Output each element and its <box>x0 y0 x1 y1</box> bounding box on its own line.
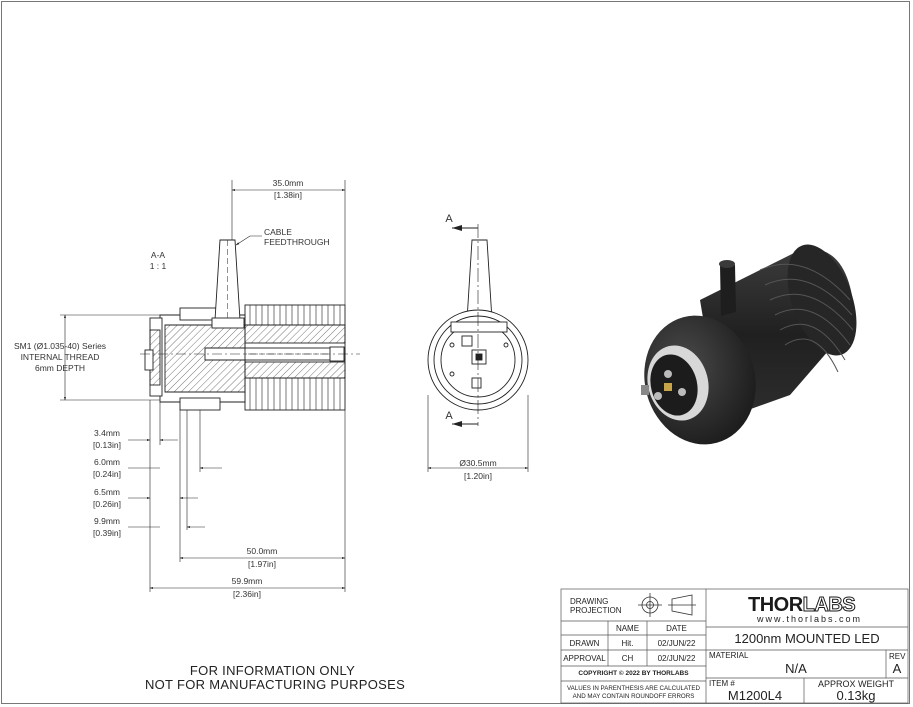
dim-6-5-mm: 6.5mm <box>94 487 120 497</box>
drawing-projection-label-2: PROJECTION <box>570 606 622 615</box>
section-mark-top: A <box>445 213 453 225</box>
dim-35-mm: 35.0mm <box>273 178 304 188</box>
dim-9-9-in: [0.39in] <box>93 528 121 538</box>
callout-thread-3: 6mm DEPTH <box>35 363 85 373</box>
dim-3-4-mm: 3.4mm <box>94 428 120 438</box>
item-label: ITEM # <box>709 679 735 688</box>
disclaimer-2: AND MAY CONTAIN ROUNDOFF ERRORS <box>572 693 695 700</box>
thorlabs-logo: THORLABS <box>748 594 856 617</box>
name-header: NAME <box>615 624 640 633</box>
third-angle-projection-icon <box>638 593 696 617</box>
copyright: COPYRIGHT © 2022 BY THORLABS <box>578 670 689 677</box>
dim-50-mm: 50.0mm <box>247 546 278 556</box>
section-dimensions <box>60 180 346 592</box>
website: www.thorlabs.com <box>757 614 863 624</box>
section-arrow-bottom <box>452 421 462 427</box>
rev-value: A <box>892 661 902 676</box>
approval-name: CH <box>621 654 634 663</box>
section-view <box>140 239 360 411</box>
heatsink-fins-bottom <box>244 377 346 411</box>
info-note-line2: NOT FOR MANUFACTURING PURPOSES <box>144 677 406 692</box>
rev-label: REV <box>889 652 906 661</box>
dim-9-9-mm: 9.9mm <box>94 516 120 526</box>
item-value: M1200L4 <box>727 688 783 703</box>
section-scale: 1 : 1 <box>150 261 167 271</box>
callout-cable-2: FEEDTHROUGH <box>264 237 330 247</box>
date-header: DATE <box>666 624 687 633</box>
part-title: 1200nm MOUNTED LED <box>734 631 880 646</box>
weight-label: APPROX WEIGHT <box>817 679 894 689</box>
dim-3-4-in: [0.13in] <box>93 440 121 450</box>
approval-role: APPROVAL <box>563 654 606 663</box>
approval-date: 02/JUN/22 <box>657 654 696 663</box>
dim-59-in: [2.36in] <box>233 589 261 599</box>
material-value: N/A <box>785 661 807 676</box>
callout-cable-1: CABLE <box>264 227 292 237</box>
dim-6-5-in: [0.26in] <box>93 499 121 509</box>
weight-value: 0.13kg <box>836 688 876 703</box>
dim-6-0-in: [0.24in] <box>93 469 121 479</box>
section-name: A-A <box>151 250 166 260</box>
heatsink-fins-top <box>244 304 346 326</box>
drawing-projection-label-1: DRAWING <box>570 597 609 606</box>
material-label: MATERIAL <box>709 651 749 660</box>
callout-thread-2: INTERNAL THREAD <box>21 352 100 362</box>
callout-thread-1: SM1 (Ø1.035-40) Series <box>14 341 106 351</box>
section-mark-bottom: A <box>445 410 453 422</box>
drawn-name: Hit. <box>621 639 634 648</box>
dim-35-in: [1.38in] <box>274 190 302 200</box>
dim-diameter-mm: Ø30.5mm <box>459 458 496 468</box>
drawn-role: DRAWN <box>569 639 600 648</box>
title-block-grid <box>560 588 909 704</box>
dim-59-mm: 59.9mm <box>232 576 263 586</box>
section-arrow-top <box>452 225 462 231</box>
dim-6-0-mm: 6.0mm <box>94 457 120 467</box>
disclaimer-1: VALUES IN PARENTHESIS ARE CALCULATED <box>566 685 701 692</box>
drawn-date: 02/JUN/22 <box>657 639 696 648</box>
front-view <box>427 224 529 472</box>
isometric-render <box>641 244 857 445</box>
dim-50-in: [1.97in] <box>248 559 276 569</box>
dim-diameter-in: [1.20in] <box>464 471 492 481</box>
info-note-line1: FOR INFORMATION ONLY <box>189 663 356 678</box>
